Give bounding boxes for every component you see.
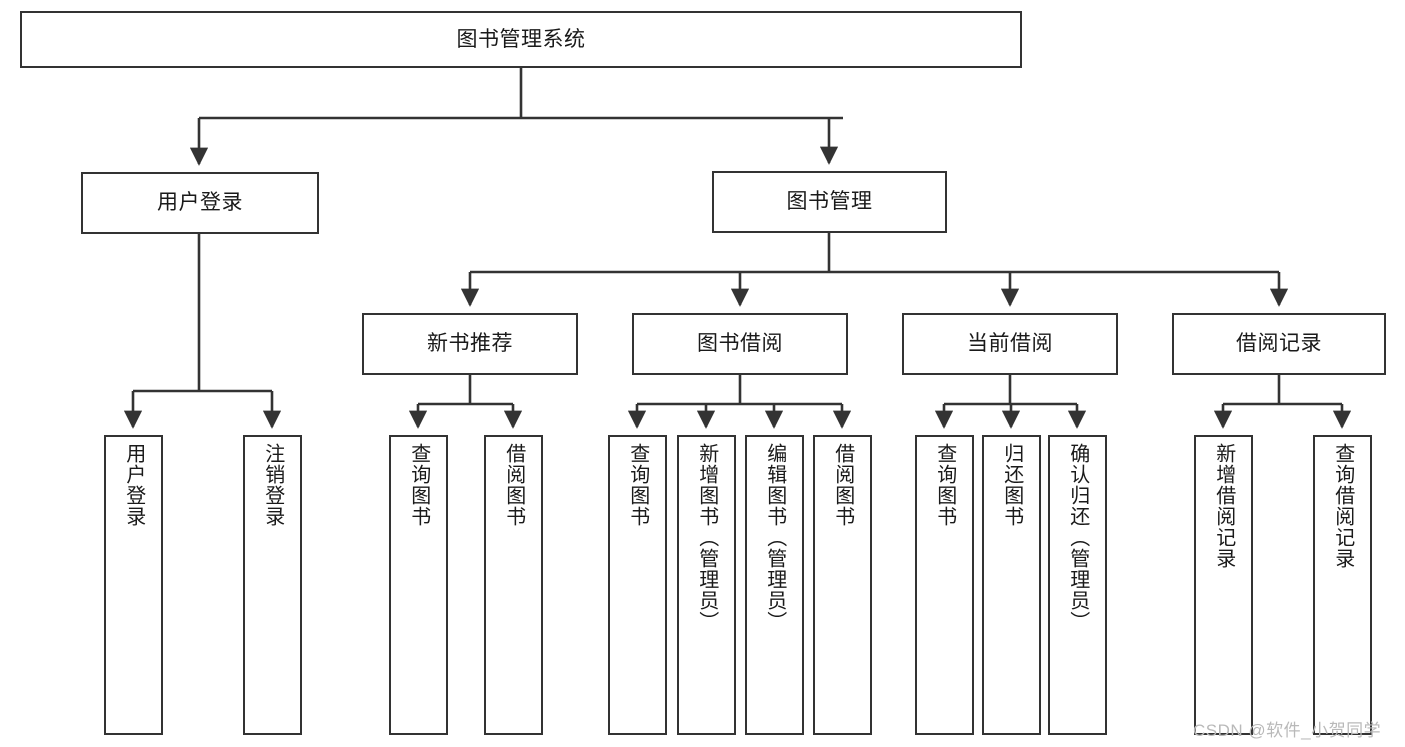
node-label-leaf-query-record: 查询借阅记录 — [1331, 443, 1354, 569]
node-root[interactable]: 图书管理系统 — [20, 11, 1022, 68]
node-leaf-add-book[interactable]: 新增图书（管理员） — [677, 435, 736, 735]
node-leaf-borrow-book-rec[interactable]: 借阅图书 — [484, 435, 543, 735]
node-label-user-login: 用户登录 — [157, 191, 243, 215]
node-leaf-logout[interactable]: 注销登录 — [243, 435, 302, 735]
node-label-current-borrow: 当前借阅 — [967, 332, 1053, 356]
node-book-borrow[interactable]: 图书借阅 — [632, 313, 848, 375]
node-label-leaf-query-book-cur: 查询图书 — [933, 443, 956, 527]
node-leaf-query-book[interactable]: 查询图书 — [608, 435, 667, 735]
node-label-leaf-return-book: 归还图书 — [1000, 443, 1023, 527]
node-label-leaf-query-book: 查询图书 — [626, 443, 649, 527]
node-label-root: 图书管理系统 — [456, 27, 586, 51]
node-leaf-add-record[interactable]: 新增借阅记录 — [1194, 435, 1253, 735]
node-label-borrow-record: 借阅记录 — [1236, 332, 1322, 356]
node-leaf-confirm-return[interactable]: 确认归还（管理员） — [1048, 435, 1107, 735]
node-label-new-book-rec: 新书推荐 — [427, 332, 513, 356]
node-label-leaf-edit-book: 编辑图书（管理员） — [763, 443, 786, 632]
node-label-leaf-user-login: 用户登录 — [122, 443, 145, 527]
node-user-login[interactable]: 用户登录 — [81, 172, 319, 234]
node-label-leaf-borrow-book-rec: 借阅图书 — [502, 443, 525, 527]
node-label-leaf-add-book: 新增图书（管理员） — [695, 443, 718, 632]
node-label-book-manage: 图书管理 — [786, 190, 873, 214]
node-leaf-query-book-rec[interactable]: 查询图书 — [389, 435, 448, 735]
node-book-manage[interactable]: 图书管理 — [712, 171, 947, 233]
node-label-book-borrow: 图书借阅 — [697, 332, 783, 356]
node-current-borrow[interactable]: 当前借阅 — [902, 313, 1118, 375]
node-leaf-edit-book[interactable]: 编辑图书（管理员） — [745, 435, 804, 735]
node-label-leaf-query-book-rec: 查询图书 — [407, 443, 430, 527]
node-label-leaf-borrow-book: 借阅图书 — [831, 443, 854, 527]
node-label-leaf-confirm-return: 确认归还（管理员） — [1066, 443, 1089, 632]
node-label-leaf-logout: 注销登录 — [261, 443, 284, 527]
node-leaf-borrow-book[interactable]: 借阅图书 — [813, 435, 872, 735]
csdn-watermark: CSDN @软件_小贺同学 — [1193, 721, 1382, 740]
node-leaf-query-book-cur[interactable]: 查询图书 — [915, 435, 974, 735]
node-label-leaf-add-record: 新增借阅记录 — [1212, 443, 1235, 569]
node-new-book-rec[interactable]: 新书推荐 — [362, 313, 578, 375]
node-leaf-return-book[interactable]: 归还图书 — [982, 435, 1041, 735]
node-leaf-user-login[interactable]: 用户登录 — [104, 435, 163, 735]
node-leaf-query-record[interactable]: 查询借阅记录 — [1313, 435, 1372, 735]
node-borrow-record[interactable]: 借阅记录 — [1172, 313, 1386, 375]
